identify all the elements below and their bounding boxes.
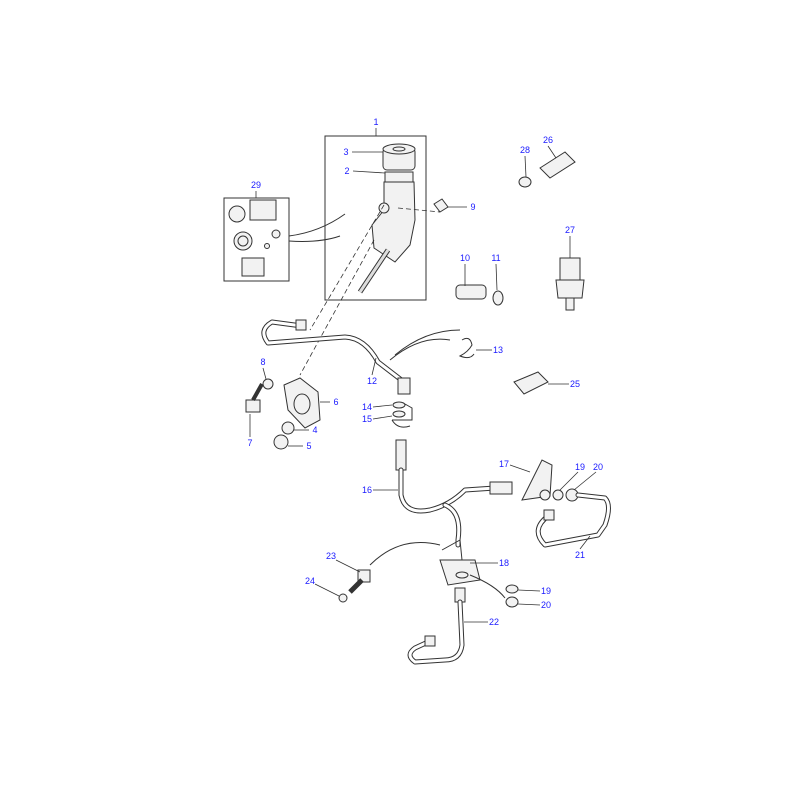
callout-14: 14 <box>361 402 373 412</box>
callout-19-upper: 19 <box>574 462 586 472</box>
callout-12: 12 <box>366 376 378 386</box>
callout-27: 27 <box>564 225 576 235</box>
callout-1: 1 <box>373 117 379 127</box>
callout-17: 17 <box>498 459 510 469</box>
callout-15: 15 <box>361 414 373 424</box>
bolt-7 <box>245 383 264 437</box>
callout-25: 25 <box>569 379 581 389</box>
clip-13 <box>458 337 492 359</box>
callout-10: 10 <box>459 253 471 263</box>
hose-16 <box>373 439 513 548</box>
flange-6 <box>283 377 330 429</box>
washers-14-15 <box>372 401 413 428</box>
bracket-18 <box>369 539 506 599</box>
pipe-22 <box>407 587 488 665</box>
callout-16: 16 <box>361 485 373 495</box>
nut-5 <box>273 434 303 450</box>
pressure-switch-27 <box>555 236 585 311</box>
callout-23: 23 <box>325 551 337 561</box>
callout-13: 13 <box>492 345 504 355</box>
master-cylinder-box <box>324 128 427 301</box>
callout-22: 22 <box>488 617 500 627</box>
callout-20-upper: 20 <box>592 462 604 472</box>
master-cylinder <box>352 143 416 294</box>
callout-6: 6 <box>333 397 339 407</box>
callout-20-lower: 20 <box>540 600 552 610</box>
callout-11: 11 <box>491 253 501 263</box>
seal-kit-box <box>223 191 346 282</box>
bolt-9 <box>433 198 467 213</box>
callout-7: 7 <box>247 438 253 448</box>
switch-25 <box>513 371 569 395</box>
callout-2: 2 <box>344 166 350 176</box>
nuts-19-20 <box>505 584 541 608</box>
washer-8 <box>262 367 274 390</box>
callout-4: 4 <box>312 425 318 435</box>
callout-26: 26 <box>542 135 554 145</box>
callout-29: 29 <box>250 180 262 190</box>
callout-8: 8 <box>260 357 266 367</box>
nut-4 <box>281 421 309 435</box>
bolt-23-washer-24 <box>314 559 371 603</box>
adapter-26-washer-28 <box>518 145 576 188</box>
callout-24: 24 <box>304 576 316 586</box>
callout-3: 3 <box>343 147 349 157</box>
pipe-21 <box>535 471 611 550</box>
callout-19-lower: 19 <box>540 586 552 596</box>
callout-21: 21 <box>574 550 586 560</box>
union-10-washer-11 <box>455 263 504 306</box>
callout-9: 9 <box>470 202 476 212</box>
callout-5: 5 <box>306 441 312 451</box>
callout-28: 28 <box>519 145 531 155</box>
callout-18: 18 <box>498 558 510 568</box>
pipe-12 <box>261 319 461 395</box>
